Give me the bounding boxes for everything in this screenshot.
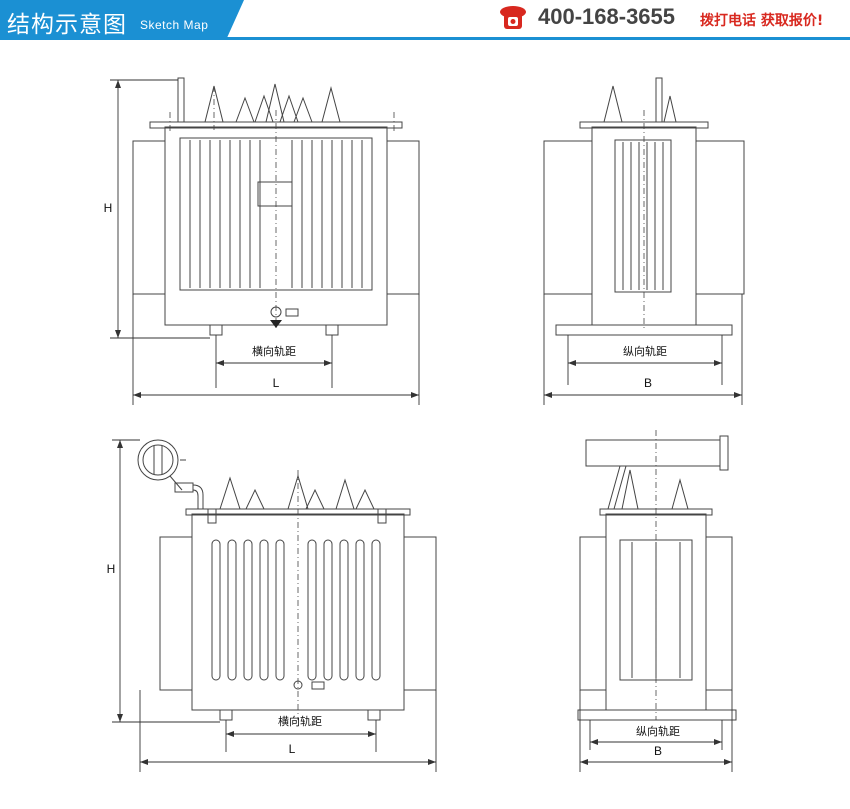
rail-gauge-label: 横向轨距 [252,344,296,358]
title-banner: 结构示意图 Sketch Map [0,0,244,38]
bushings-2 [174,474,387,524]
header-rule [0,37,850,40]
side-right-radiator [695,140,745,295]
title-english: Sketch Map [140,18,209,32]
top-front-view: H 横向轨距 L [104,77,420,405]
length-label: L [273,376,280,390]
side-rail-gauge-label-2: 纵向轨距 [636,724,680,738]
width-label: B [644,376,652,390]
title-chinese: 结构示意图 [7,12,127,38]
cooling-fins [179,137,373,291]
conservator [137,439,179,481]
nameplate [257,181,293,207]
side-conservator [585,439,721,467]
cooling-fins-2 [211,539,381,681]
height-label: H [104,201,113,215]
length-label-2: L [289,742,296,756]
side-rail-gauge-label: 纵向轨距 [623,344,667,358]
width-label-2: B [654,744,662,758]
height-label-2: H [107,562,116,576]
right-radiator [386,140,420,295]
side-left-radiator [543,140,593,295]
bushings [169,77,395,134]
page-header: 结构示意图 Sketch Map 400-168-3655 拨打电话 获取报价! [0,0,850,40]
rail-gauge-label-2: 横向轨距 [278,714,322,728]
top-side-view: 纵向轨距 B [543,77,745,405]
phone-icon [500,6,526,29]
transformer-drawing: H 横向轨距 L 纵向轨距 [104,77,745,772]
call-for-quote[interactable]: 拨打电话 获取报价! [700,13,824,29]
phone-number[interactable]: 400-168-3655 [538,4,676,29]
left-radiator [132,140,166,295]
bottom-front-view: H 横向轨距 L [107,439,437,772]
bottom-side-view: 纵向轨距 B [577,430,737,772]
